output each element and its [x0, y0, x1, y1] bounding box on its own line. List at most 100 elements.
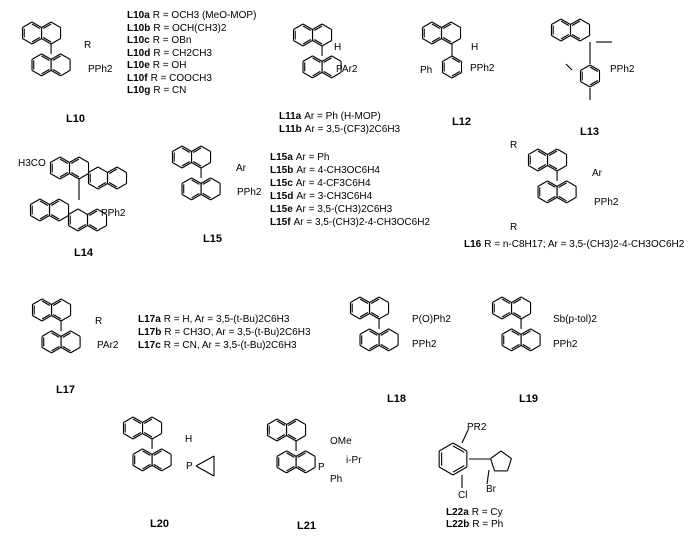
ring-double-bond: [39, 214, 49, 220]
ring-bond: [556, 165, 567, 172]
variant-code: L10d: [127, 47, 151, 59]
variant-code: L17b: [138, 327, 162, 338]
ring-bond: [302, 55, 313, 62]
ring-bond: [388, 328, 399, 335]
ring-bond: [22, 21, 33, 28]
ring-bond: [452, 442, 468, 452]
ring-bond: [295, 466, 306, 474]
ring-double-bond: [370, 312, 380, 318]
ring-bond: [579, 35, 590, 42]
substituent-Ar: Ar: [236, 163, 246, 174]
variant-text: R = OBn: [152, 35, 192, 46]
ring-double-bond: [108, 182, 118, 188]
ring-double-bond: [132, 432, 142, 438]
ring-double-bond: [50, 214, 60, 220]
ring-double-bond: [41, 55, 50, 61]
ring-double-bond: [312, 57, 321, 63]
ring-bond: [556, 148, 567, 155]
ring-bond: [172, 145, 183, 152]
ring-bond: [88, 183, 99, 190]
ring-bond: [369, 296, 380, 303]
ring-double-bond: [442, 23, 452, 29]
ring-bond: [431, 21, 442, 28]
ring-bond: [22, 38, 33, 45]
variant-code: L10a: [127, 10, 150, 21]
ring-bond: [276, 450, 287, 457]
ring-bond: [132, 448, 143, 455]
bond: [461, 429, 469, 444]
ring-double-bond: [560, 20, 570, 26]
variant-text: Ar = 3,5-(CF3)2C6H3: [304, 124, 401, 135]
variant-text: R = n-C8H17; Ar = 3,5-(CH3)2-4-CH3OC6H2: [484, 239, 685, 250]
ring-bond: [556, 196, 567, 204]
ring-bond: [58, 215, 69, 222]
variant-code: L10f: [127, 72, 148, 84]
ring-double-bond: [287, 434, 297, 440]
ring-double-bond: [452, 465, 465, 473]
substituent-PAr2: PAr2: [97, 340, 119, 351]
ring-bond: [31, 69, 42, 77]
ring-bond: [537, 148, 548, 155]
substituent-PPh2: PPh2: [237, 187, 262, 198]
ring-bond: [70, 330, 81, 337]
atom-H: H: [185, 434, 193, 445]
ring-double-bond: [97, 182, 107, 188]
ring-bond: [142, 448, 153, 455]
ring-bond: [302, 40, 313, 47]
ring-bond: [87, 208, 98, 215]
ring-bond: [388, 344, 399, 352]
ring-double-bond: [571, 20, 581, 26]
ring-double-bond: [302, 25, 312, 31]
ring-bond: [41, 38, 52, 45]
ring-double-bond: [132, 418, 142, 424]
ring-bond: [96, 208, 107, 215]
ring-bond: [132, 416, 143, 423]
ring-bond: [295, 450, 306, 457]
ring-double-bond: [50, 200, 60, 206]
ring-double-bond: [442, 37, 452, 43]
ring-double-bond: [153, 463, 162, 470]
ring-bond: [359, 313, 370, 320]
ring-bond: [501, 344, 512, 352]
ring-double-bond: [547, 195, 556, 202]
ring-double-bond: [537, 164, 547, 170]
ring-bond: [369, 328, 380, 335]
ring-bond: [181, 162, 192, 169]
ring-double-bond: [312, 70, 321, 77]
ring-bond: [560, 35, 571, 42]
ring-double-bond: [143, 418, 153, 424]
ring-bond: [511, 344, 522, 352]
ring-bond: [570, 35, 581, 42]
ring-bond: [142, 416, 153, 423]
ring-double-bond: [451, 57, 461, 63]
ring-bond: [191, 177, 202, 184]
ring-double-bond: [313, 25, 323, 31]
ring-bond: [589, 64, 600, 71]
ring-bond: [96, 225, 107, 232]
ring-bond: [50, 69, 61, 77]
ring-bond: [51, 330, 62, 337]
ring-double-bond: [88, 210, 98, 216]
ring-bond: [151, 464, 162, 472]
ring-bond: [451, 55, 462, 62]
ring-bond: [50, 21, 61, 28]
ring-bond: [537, 180, 548, 187]
variant-text: R = CH2CH3: [153, 47, 212, 59]
ring-bond: [123, 416, 134, 423]
ring-bond: [350, 313, 361, 320]
ring-double-bond: [59, 172, 69, 178]
variant-text: R = Cy: [471, 507, 503, 518]
ring-bond: [511, 313, 522, 320]
substituent-PR2: PR2: [467, 422, 487, 433]
variant-code: L22a: [446, 507, 469, 518]
ring-double-bond: [522, 330, 531, 336]
ring-double-bond: [42, 37, 52, 43]
ring-bond: [200, 193, 211, 201]
ring-bond: [132, 464, 143, 472]
